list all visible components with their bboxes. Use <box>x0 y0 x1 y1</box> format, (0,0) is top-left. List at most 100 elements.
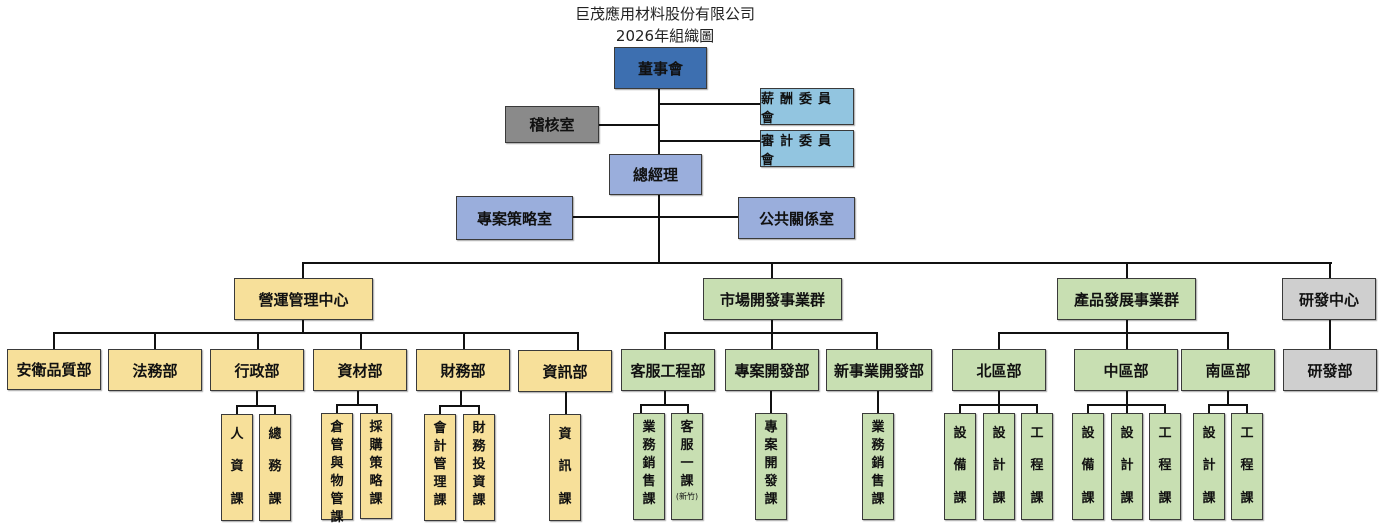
connector <box>439 405 480 407</box>
connector <box>998 391 1000 405</box>
connector <box>640 404 642 414</box>
connector <box>1126 391 1128 405</box>
section-design[interactable]: 設 計 課 <box>983 413 1015 520</box>
section-char: 課 <box>1120 490 1134 506</box>
connector <box>236 405 276 407</box>
section-char: 課 <box>268 491 282 507</box>
section-equipment[interactable]: 設 備 課 <box>1072 413 1104 520</box>
company-name: 巨茂應用材料股份有限公司 <box>574 5 755 23</box>
connector <box>1329 262 1331 279</box>
connector <box>687 404 689 414</box>
department-administration[interactable]: 行政部 <box>210 349 304 391</box>
section-customer-service-1[interactable]: 客 服 一 課 (新竹) <box>671 413 703 520</box>
division-product-development[interactable]: 產品發展事業群 <box>1057 278 1196 320</box>
section-char: 採 <box>369 420 383 435</box>
division-market-development[interactable]: 市場開發事業群 <box>703 278 842 320</box>
public-relations-office[interactable]: 公共關係室 <box>738 197 855 239</box>
section-char: 工 <box>1158 426 1172 442</box>
connector <box>877 391 879 414</box>
connector <box>274 405 276 415</box>
section-engineering[interactable]: 工 程 課 <box>1021 413 1053 520</box>
department-central-region[interactable]: 中區部 <box>1074 349 1178 391</box>
project-strategy-office[interactable]: 專案策略室 <box>456 196 573 240</box>
section-char: 設 <box>1120 426 1134 442</box>
section-char: 資 <box>472 475 486 490</box>
section-char: 程 <box>1240 458 1254 474</box>
connector <box>771 332 773 350</box>
department-north-region[interactable]: 北區部 <box>952 349 1046 391</box>
section-location-note: (新竹) <box>675 492 699 501</box>
connector <box>463 332 465 349</box>
section-char: 訊 <box>558 459 572 475</box>
section-char: 發 <box>764 474 778 489</box>
department-finance[interactable]: 財務部 <box>416 349 510 391</box>
department-it[interactable]: 資訊部 <box>518 350 612 392</box>
connector <box>236 405 238 415</box>
section-general-affairs[interactable]: 總 務 課 <box>259 414 291 521</box>
section-char: 售 <box>642 474 656 489</box>
department-safety-quality[interactable]: 安衛品質部 <box>7 349 101 390</box>
section-design[interactable]: 設 計 課 <box>1111 413 1143 520</box>
section-engineering[interactable]: 工 程 課 <box>1149 413 1181 520</box>
connector <box>302 262 1332 264</box>
chart-subtitle: 2026年組織圖 <box>615 27 715 45</box>
department-south-region[interactable]: 南區部 <box>1181 349 1275 391</box>
section-char: 物 <box>330 474 344 489</box>
section-it[interactable]: 資 訊 課 <box>549 414 581 521</box>
connector <box>598 124 660 126</box>
connector <box>658 195 660 263</box>
section-sales[interactable]: 業 務 銷 售 課 <box>633 413 665 520</box>
department-legal[interactable]: 法務部 <box>108 349 202 391</box>
section-char: 開 <box>764 456 778 471</box>
connector <box>998 332 1000 350</box>
section-char: 案 <box>764 438 778 453</box>
department-new-business-development[interactable]: 新事業開發部 <box>826 349 932 391</box>
section-char: 總 <box>268 427 282 443</box>
section-char: 務 <box>472 439 486 454</box>
connector <box>664 391 666 405</box>
connector <box>336 404 338 414</box>
audit-office[interactable]: 稽核室 <box>505 106 599 143</box>
section-char: 設 <box>992 426 1006 442</box>
section-char: 工 <box>1240 426 1254 442</box>
section-char: 課 <box>330 510 344 525</box>
connector <box>1208 404 1248 406</box>
section-char: 會 <box>433 421 447 436</box>
section-procurement-strategy[interactable]: 採 購 策 略 課 <box>360 413 392 519</box>
section-warehouse-logistics[interactable]: 倉 管 與 物 管 課 <box>321 413 353 525</box>
department-customer-service-engineering[interactable]: 客服工程部 <box>621 349 715 391</box>
connector <box>1227 391 1229 405</box>
section-char: 業 <box>871 420 885 435</box>
section-equipment[interactable]: 設 備 課 <box>944 413 976 520</box>
general-manager[interactable]: 總經理 <box>609 154 702 195</box>
section-char: 務 <box>268 459 282 475</box>
department-materials[interactable]: 資材部 <box>313 349 407 391</box>
connector <box>640 404 689 406</box>
remuneration-committee[interactable]: 薪酬委員會 <box>760 88 854 126</box>
section-hr[interactable]: 人 資 課 <box>221 414 253 521</box>
connector <box>658 103 761 105</box>
section-char: 課 <box>558 491 572 507</box>
section-new-business-sales[interactable]: 業 務 銷 售 課 <box>862 413 894 520</box>
section-engineering[interactable]: 工 程 課 <box>1231 413 1263 520</box>
connector <box>572 216 740 218</box>
section-char: 管 <box>330 492 344 507</box>
connector <box>1126 320 1128 333</box>
division-operations-center[interactable]: 營運管理中心 <box>234 278 373 320</box>
connector <box>360 332 362 349</box>
section-finance-investment[interactable]: 財 務 投 資 課 <box>463 414 495 521</box>
section-project-development[interactable]: 專 案 開 發 課 <box>755 413 787 520</box>
section-char: 課 <box>1030 490 1044 506</box>
connector <box>1126 404 1128 414</box>
division-rnd-center[interactable]: 研發中心 <box>1282 278 1376 320</box>
department-project-development[interactable]: 專案開發部 <box>725 349 819 391</box>
audit-committee[interactable]: 審計委員會 <box>760 130 854 168</box>
section-char: 資 <box>558 427 572 443</box>
department-rnd[interactable]: 研發部 <box>1283 349 1377 391</box>
section-accounting[interactable]: 會 計 管 理 課 <box>424 414 456 521</box>
section-char: 課 <box>871 492 885 507</box>
section-design[interactable]: 設 計 課 <box>1193 413 1225 520</box>
section-char: 購 <box>369 438 383 453</box>
board-of-directors[interactable]: 董事會 <box>614 47 707 89</box>
connector <box>771 262 773 279</box>
